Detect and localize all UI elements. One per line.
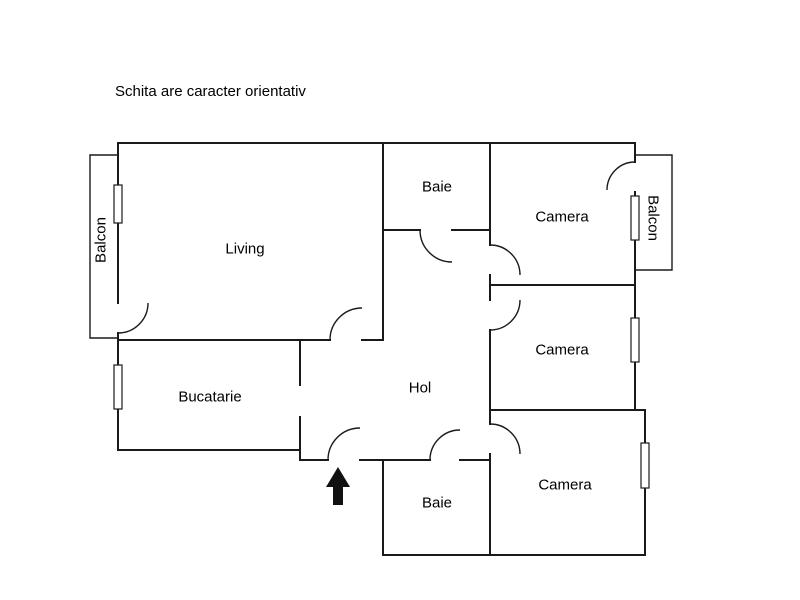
window-camera-middle [630,317,640,363]
room-label-balcon-right: Balcon [644,195,662,241]
room-label-camera-middle: Camera [535,341,589,359]
room-label-baie-top: Baie [421,178,453,196]
door-arcs [117,161,636,461]
room-label-camera-bottom: Camera [538,476,592,494]
room-label-bucatarie: Bucatarie [178,388,242,406]
room-label-hol: Hol [408,379,432,397]
walls [117,142,646,556]
window-camera-bottom [640,442,650,489]
windows [113,184,650,489]
room-label-baie-bottom: Baie [421,494,453,512]
entrance-arrow-icon [326,467,350,505]
window-camera-top-balcony [630,195,640,241]
balcony-walls [89,154,673,339]
window-bucatarie [113,364,123,410]
window-living-balcony [113,184,123,224]
disclaimer-note: Schita are caracter orientativ [115,83,306,100]
room-label-camera-top: Camera [535,208,589,226]
room-label-balcon-left: Balcon [92,217,110,263]
room-label-living: Living [225,240,265,258]
